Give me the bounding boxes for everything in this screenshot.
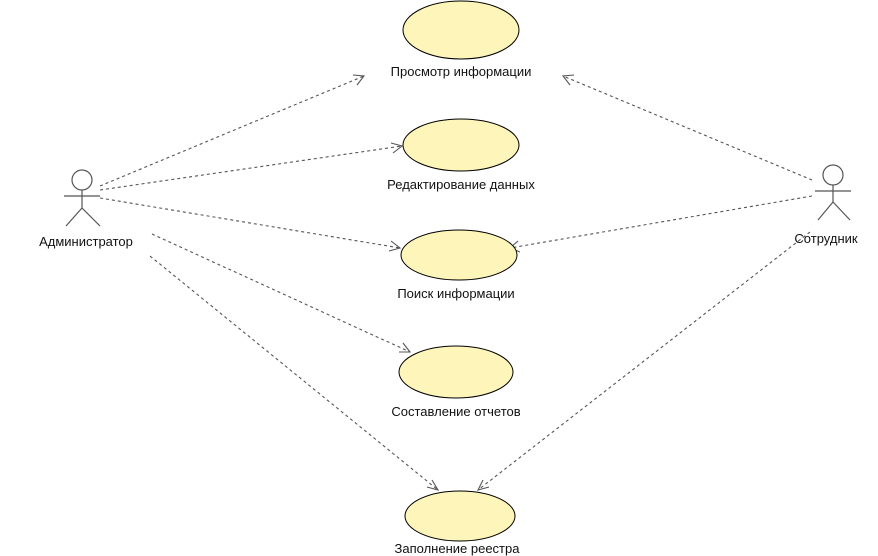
arrow-head [426, 479, 440, 491]
usecase-view-info-ellipse [402, 0, 520, 60]
usecase-reports-label: Составление отчетов [391, 404, 520, 419]
usecase-registry-label: Заполнение реестра [395, 541, 521, 556]
actor-administrator-label: Администратор [39, 234, 133, 249]
usecase-registry-ellipse [404, 490, 516, 542]
arrow-head [390, 142, 404, 154]
stick-figure-icon [815, 164, 851, 221]
actor-head [822, 164, 844, 186]
relation-employee-search-info [509, 195, 813, 249]
actor-right-leg [81, 207, 101, 227]
relation-admin-reports [151, 233, 411, 353]
usecase-edit-data-label: Редактирование данных [387, 177, 535, 192]
relation-admin-view-info [99, 75, 365, 187]
usecase-view-info-label: Просмотр информации [391, 64, 532, 79]
relation-admin-search-info [99, 197, 401, 249]
usecase-reports-ellipse [398, 345, 514, 399]
relation-admin-edit-data [99, 145, 403, 191]
stick-figure-icon [64, 169, 101, 227]
actor-left-leg [65, 207, 83, 227]
arrow-head [476, 479, 490, 491]
use-cases-group: Просмотр информации Редактирование данны… [387, 0, 535, 556]
actor-employee: Сотрудник [794, 164, 858, 246]
arrow-head [388, 240, 402, 252]
arrow-head [561, 74, 575, 86]
arrow-head [352, 74, 366, 86]
actor-right-leg [832, 201, 851, 221]
usecase-search-info-label: Поиск информации [397, 286, 514, 301]
usecase-search-info-ellipse [400, 229, 518, 281]
actor-left-leg [817, 201, 834, 221]
actor-employee-label: Сотрудник [794, 231, 857, 246]
actor-administrator: Администратор [39, 169, 133, 249]
relations-group [99, 74, 813, 491]
relation-employee-registry [477, 231, 811, 491]
relation-admin-registry [149, 255, 439, 491]
usecase-edit-data-ellipse [402, 118, 520, 172]
arrow-head [399, 342, 412, 353]
actor-head [71, 169, 93, 191]
relation-employee-view-info [562, 75, 813, 181]
